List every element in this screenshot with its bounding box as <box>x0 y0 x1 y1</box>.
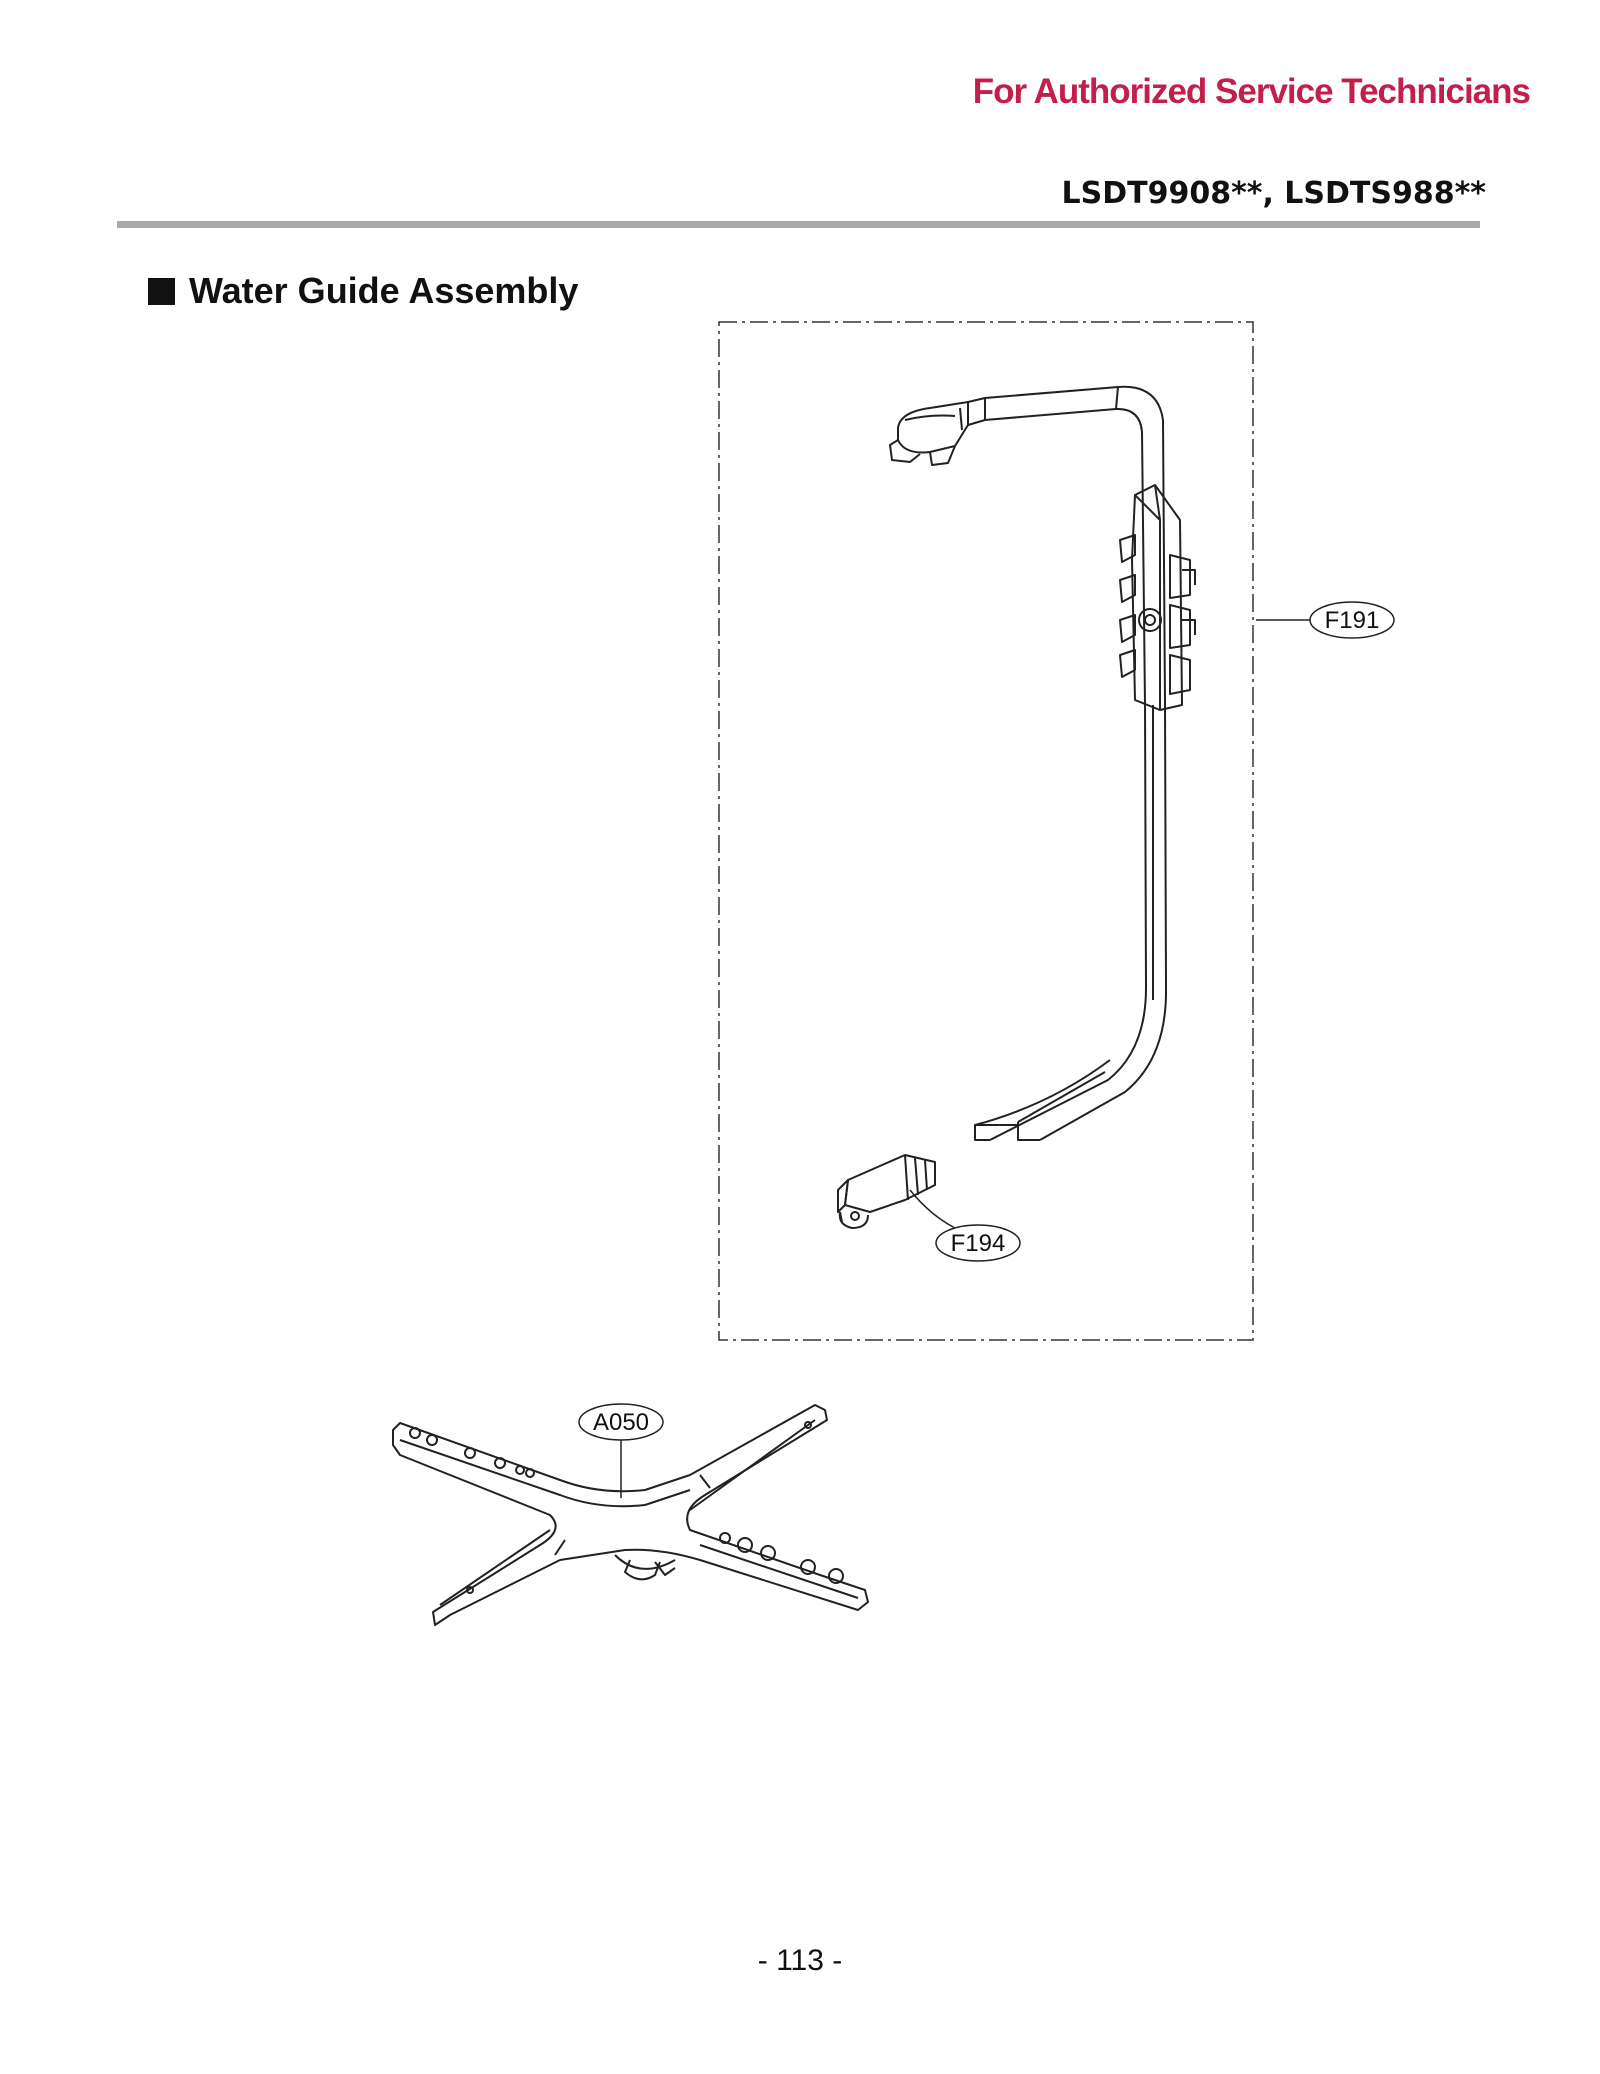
duct-connector-part <box>837 1154 936 1229</box>
square-bullet-icon <box>148 277 175 305</box>
callout-a050: A050 <box>578 1403 664 1498</box>
callout-f194: F194 <box>909 1189 1021 1262</box>
assembly-boundary <box>718 321 1254 1341</box>
callout-label-a050: A050 <box>593 1409 649 1436</box>
callout-f191: F191 <box>1256 601 1395 639</box>
callout-label-f194: F194 <box>951 1230 1006 1257</box>
section-heading: Water Guide Assembly <box>148 270 578 312</box>
callout-label-f191: F191 <box>1325 607 1380 634</box>
authorized-notice: For Authorized Service Technicians <box>972 72 1531 111</box>
water-guide-duct <box>889 385 1196 1141</box>
header-divider <box>117 221 1480 228</box>
spray-arm <box>392 1404 869 1626</box>
model-numbers: LSDT9908**, LSDTS988** <box>1061 176 1487 211</box>
section-title: Water Guide Assembly <box>189 270 579 311</box>
page-number: - 113 - <box>757 1944 843 1977</box>
